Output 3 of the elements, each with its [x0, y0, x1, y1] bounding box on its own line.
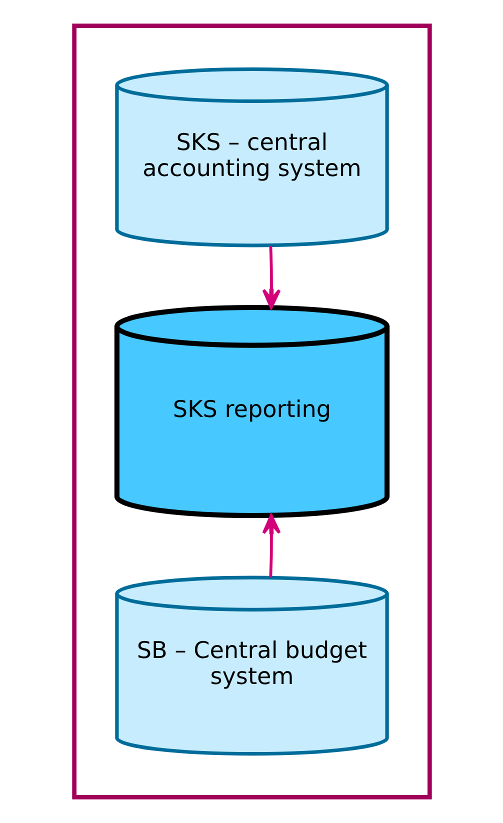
arrow — [262, 246, 280, 309]
cluster — [72, 24, 432, 800]
arrow — [262, 514, 280, 578]
